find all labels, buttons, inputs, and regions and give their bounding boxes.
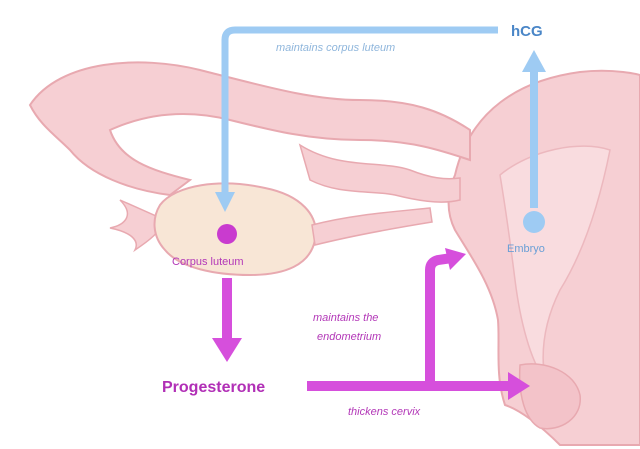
embryo-label: Embryo	[507, 243, 545, 255]
magenta-arrowhead-down	[212, 338, 242, 362]
blue-arrow-embryo-shaft	[530, 68, 538, 208]
blue-arrowhead-up	[522, 50, 546, 72]
blue-arrowhead-down	[215, 192, 235, 212]
hcg-label: hCG	[511, 23, 543, 40]
magenta-arrow-branch	[425, 253, 453, 386]
ovarian-ligament	[311, 207, 433, 246]
corpus-luteum-dot	[217, 224, 237, 244]
embryo-dot	[523, 211, 545, 233]
maintains-corpus-luteum-label: maintains corpus luteum	[276, 42, 395, 54]
maintains-endometrium-label-line2: endometrium	[317, 331, 381, 343]
magenta-arrowhead-upright	[445, 248, 466, 270]
magenta-arrow-right-shaft	[307, 381, 512, 391]
tube-connection	[298, 143, 461, 203]
magenta-arrow-down-shaft	[222, 278, 232, 340]
fallopian-tube	[28, 61, 471, 197]
blue-arrow-to-corpus-luteum	[221, 26, 498, 195]
uterine-cavity	[499, 145, 611, 381]
progesterone-label: Progesterone	[162, 379, 265, 396]
maintains-endometrium-label-line1: maintains the	[313, 312, 378, 324]
magenta-arrowhead-right	[508, 372, 530, 400]
cervix	[518, 363, 581, 430]
thickens-cervix-label: thickens cervix	[348, 406, 421, 418]
corpus-luteum-label: Corpus luteum	[172, 256, 244, 268]
